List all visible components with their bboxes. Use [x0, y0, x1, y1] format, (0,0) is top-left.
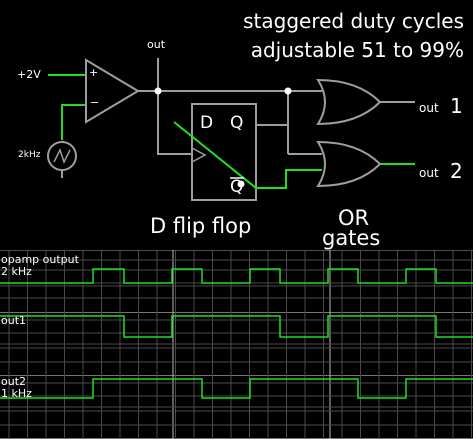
description-line-1: staggered duty cycles: [243, 9, 464, 33]
scope-trace-1-waveform: [0, 268, 473, 284]
clock-frequency-label: 2kHz: [18, 150, 41, 160]
ff-clock-marker: [191, 147, 207, 163]
or-gate-1[interactable]: [316, 78, 382, 126]
scope-trace-2-label: out1: [1, 315, 26, 327]
scope-trace-3-freq: 1 kHz: [1, 387, 32, 400]
junction-q: [284, 87, 292, 95]
scope-trace-1-name: opamp output: [1, 253, 79, 266]
scope-trace-2-name: out1: [1, 314, 27, 327]
or-gate-2[interactable]: [316, 140, 382, 188]
or-caption-line2: gates: [322, 226, 381, 250]
scope-trace-1-label: opamp output 2 kHz: [1, 254, 79, 278]
wire-clock-to-ff[interactable]: [157, 91, 192, 155]
oscilloscope-panel[interactable]: [0, 250, 473, 439]
out1-number: 1: [450, 94, 463, 118]
ff-d-pin-label: D: [200, 113, 214, 133]
clock-symbol: [53, 148, 71, 164]
scope-trace-3-name: out2: [1, 375, 27, 388]
opamp-minus-sign: −: [90, 96, 100, 109]
opamp[interactable]: [85, 58, 140, 124]
source-voltage-label: +2V: [17, 68, 41, 81]
wire-clock-to-opamp[interactable]: [61, 104, 86, 140]
junction-qbar: [237, 180, 245, 188]
d-flip-flop[interactable]: [191, 103, 257, 201]
scope-trace-3-label: out2 1 kHz: [1, 376, 32, 400]
opamp-plus-sign: +: [89, 66, 99, 79]
junction-opamp-out: [154, 87, 162, 95]
out2-label: out: [419, 166, 439, 180]
wire-q-output[interactable]: [256, 91, 289, 126]
opamp-probe-label: out: [147, 38, 166, 51]
description-line-2: adjustable 51 to 99%: [250, 38, 464, 62]
ff-caption: D flip flop: [150, 214, 252, 238]
circuit-schematic[interactable]: [0, 0, 473, 250]
scope-trace-2-waveform: [0, 315, 473, 338]
out2-number: 2: [450, 159, 463, 183]
scope-trace-1-freq: 2 kHz: [1, 265, 32, 278]
scope-trace-3-waveform: [0, 378, 473, 399]
or-caption-line1: OR: [338, 206, 370, 230]
out1-label: out: [419, 101, 439, 115]
ff-qbar-pin-label: Q: [230, 177, 244, 197]
wire-qbar-feedback[interactable]: [173, 121, 322, 189]
ff-q-pin-label: Q: [230, 113, 244, 133]
